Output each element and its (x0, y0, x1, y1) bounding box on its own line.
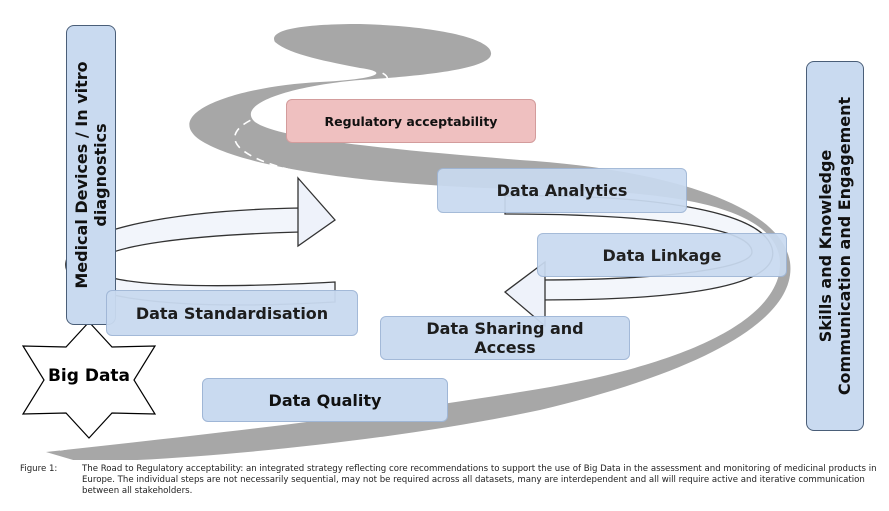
winding-road (46, 24, 791, 460)
communication-engagement-line: Communication and Engagement (835, 96, 854, 396)
regulatory-acceptability-label: Regulatory acceptability (324, 113, 498, 129)
data-sharing-label-line1: Data Sharing and (426, 319, 584, 338)
data-sharing-label-line2: Access (474, 338, 536, 357)
big-data-label: Big Data (47, 366, 131, 386)
data-standardisation-label: Data Standardisation (135, 303, 329, 323)
medical-devices-line1: Medical Devices / In vitro (71, 61, 91, 289)
road-surface (46, 24, 791, 460)
data-quality-label: Data Quality (268, 390, 382, 410)
data-sharing-access-box: Data Sharing and Access (380, 316, 630, 360)
data-linkage-box: Data Linkage (537, 233, 787, 277)
data-linkage-label: Data Linkage (602, 245, 722, 265)
skills-communication-panel: Skills and Knowledge Communication and E… (806, 61, 864, 431)
medical-devices-line2: diagnostics (91, 123, 110, 227)
data-standardisation-box: Data Standardisation (106, 290, 358, 336)
medical-devices-panel: Medical Devices / In vitro diagnostics (66, 25, 116, 325)
road-center-line (59, 71, 701, 451)
figure-caption-label: Figure 1: (20, 464, 58, 474)
regulatory-acceptability-box: Regulatory acceptability (286, 99, 536, 143)
data-analytics-label: Data Analytics (496, 181, 628, 200)
data-analytics-box: Data Analytics (437, 168, 687, 213)
skills-knowledge-line: Skills and Knowledge (815, 149, 835, 343)
figure-caption-text: The Road to Regulatory acceptability: an… (82, 464, 877, 496)
right-arrow-head (503, 260, 546, 328)
figure-caption: Figure 1: The Road to Regulatory accepta… (20, 464, 880, 497)
big-data-star (21, 321, 157, 439)
left-arrow-head (297, 176, 336, 248)
data-quality-box: Data Quality (202, 378, 448, 422)
